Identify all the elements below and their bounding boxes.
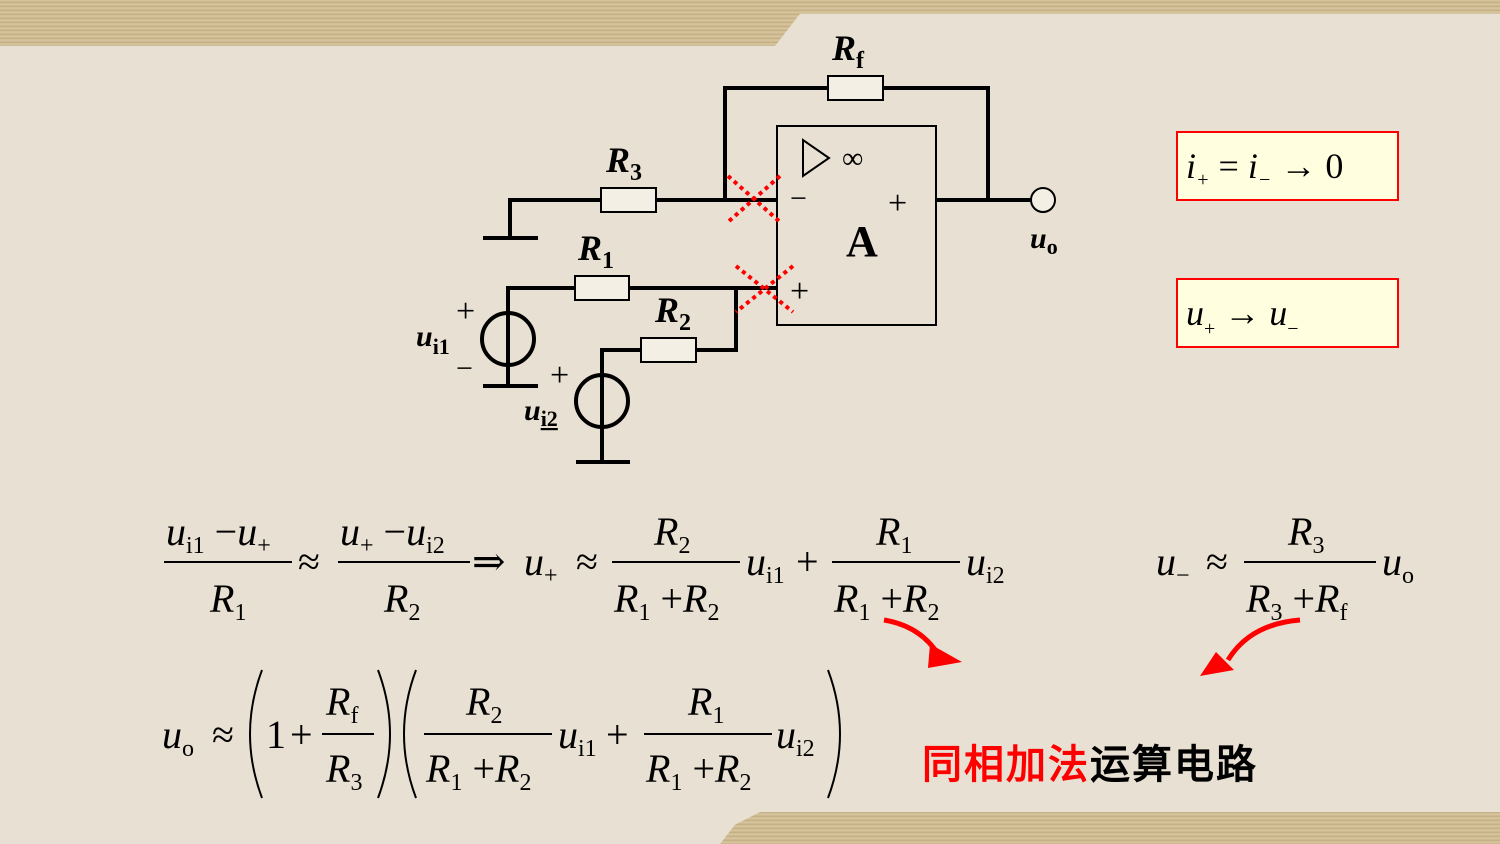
resistor-r1	[574, 275, 630, 301]
svg-text:ui1 −u+: ui1 −u+	[166, 509, 271, 559]
title-red-part: 同相加法	[922, 742, 1090, 788]
svg-text:R2: R2	[653, 509, 690, 559]
rule-box-current	[1176, 131, 1399, 201]
svg-text:ui1: ui1	[558, 712, 597, 762]
equation-inverting-node: u− ≈ R3 R3 +Rf uo	[1156, 509, 1414, 626]
svg-text:ui2: ui2	[776, 712, 815, 762]
label-r1: R1	[577, 228, 614, 274]
equation-kcl: ui1 −u+ R1 ≈ u+ −ui2 R2 ⇒ u+ ≈ R2 R1 +R2…	[164, 509, 1005, 626]
svg-text:+: +	[290, 712, 313, 757]
svg-text:R1 +R2: R1 +R2	[833, 576, 939, 626]
svg-text:R1 +R2: R1 +R2	[613, 576, 719, 626]
rule-box-voltage	[1176, 278, 1399, 348]
opamp-minus-sign: −	[790, 182, 807, 215]
feedback-wire-right	[883, 86, 990, 200]
opamp-infinity: ∞	[842, 142, 863, 175]
svg-text:ui2: ui2	[966, 539, 1005, 589]
svg-text:uo: uo	[1382, 539, 1414, 589]
source1-minus-sign: −	[456, 352, 473, 385]
source1-plus-sign: +	[456, 293, 475, 330]
svg-text:ui1: ui1	[746, 539, 785, 589]
svg-text:Rf: Rf	[325, 679, 358, 729]
svg-text:R3: R3	[325, 746, 362, 796]
r2-wire-left	[600, 348, 641, 375]
circuit-diagram	[483, 86, 1030, 464]
svg-text:≈: ≈	[576, 539, 598, 584]
svg-text:R1 +R2: R1 +R2	[645, 746, 751, 796]
svg-text:+: +	[606, 712, 629, 757]
arrow-right-head-icon	[1200, 652, 1234, 676]
svg-text:R1: R1	[687, 679, 724, 729]
svg-text:⇒: ⇒	[472, 539, 506, 584]
svg-text:≈: ≈	[298, 539, 320, 584]
virtual-open-cross-1b	[726, 174, 782, 224]
svg-text:R1 +R2: R1 +R2	[425, 746, 531, 796]
svg-text:+: +	[796, 539, 819, 584]
svg-text:1: 1	[266, 712, 286, 757]
slide-title: 同相加法运算电路	[922, 732, 1258, 790]
svg-text:u+: u+	[524, 539, 558, 589]
svg-text:R2: R2	[383, 576, 420, 626]
label-ui1: ui1	[416, 320, 450, 359]
r3-wire-left	[508, 198, 601, 238]
r1-wire-left	[506, 286, 575, 315]
svg-text:uo: uo	[162, 712, 194, 762]
r2-wire-right	[696, 288, 738, 352]
svg-text:u+ −ui2: u+ −ui2	[340, 509, 445, 559]
output-terminal	[1030, 187, 1056, 213]
bottom-decorative-stripe	[720, 812, 1500, 844]
resistor-rf	[827, 75, 884, 101]
title-black-part: 运算电路	[1090, 742, 1258, 788]
arrow-left-head-icon	[928, 644, 962, 668]
label-ui2: ui2	[524, 394, 558, 431]
svg-text:≈: ≈	[1206, 539, 1228, 584]
equation-output: uo ≈ 1 + Rf R3 R2 R1 +R2 ui1 + R1 R1 +R2…	[162, 669, 841, 799]
label-r3: R3	[605, 140, 642, 186]
resistor-r2	[640, 337, 697, 363]
opamp-label: A	[846, 217, 878, 266]
svg-text:R1: R1	[875, 509, 912, 559]
label-uo: uo	[1030, 222, 1058, 259]
svg-text:≈: ≈	[212, 712, 234, 757]
opamp-plus-out-sign: +	[888, 185, 907, 222]
source2-plus-sign: +	[550, 357, 569, 394]
opamp-body	[776, 125, 937, 326]
opamp-plus-in-sign: +	[790, 273, 809, 310]
feedback-wire-left	[723, 86, 828, 200]
svg-text:R2: R2	[465, 679, 502, 729]
opamp-triangle-icon	[802, 138, 831, 178]
label-r2: R2	[654, 290, 691, 336]
svg-text:R3: R3	[1287, 509, 1324, 559]
label-rf: Rf	[831, 28, 865, 74]
svg-text:R1: R1	[209, 576, 246, 626]
rule-voltage-text: u+ → u−	[1186, 293, 1299, 340]
arrow-right-curve	[1225, 617, 1301, 662]
svg-text:u−: u−	[1156, 539, 1190, 589]
resistor-r3	[600, 187, 657, 213]
svg-text:R3 +Rf: R3 +Rf	[1245, 576, 1347, 626]
